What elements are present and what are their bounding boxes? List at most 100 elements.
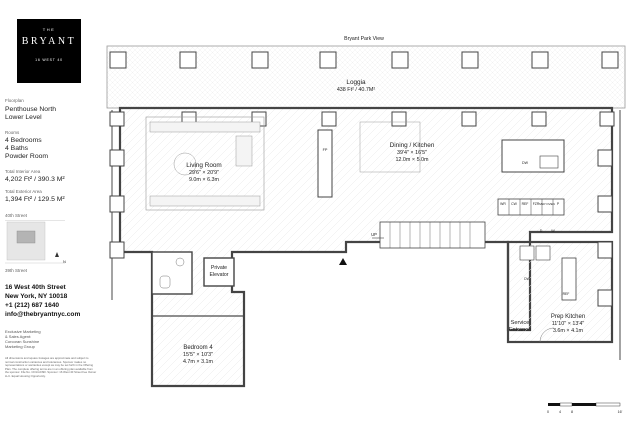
appliance-wr: WR [500,202,506,206]
address-line1: 16 West 40th Street [5,284,66,291]
interior-area-label: Total Interior Area [5,169,41,174]
elevator-label-line1: Private [211,265,227,271]
service-entrance-line2: Entrance [509,327,531,333]
appliance-p: P [557,202,560,206]
map-compass-label: N [63,259,66,264]
marketing-line3: Corcoran Sunshine [5,339,40,344]
coffee-table [173,152,197,176]
appliance-mw-oven: MW/ OVEN [539,202,555,206]
prep-d-label: D [540,229,543,233]
living-room-metric: 9.0m × 6.3m [189,177,220,183]
toilet [159,275,171,289]
top-view-label: Bryant Park View [344,36,384,42]
marketing-line4: Marketing Group [5,344,35,349]
column [109,111,125,127]
prep-dw-label: DW [524,277,530,281]
phone-number[interactable]: +1 (212) 687 1640 [5,302,60,309]
dining-area [359,121,421,173]
floorplan-name-line2: Lower Level [5,114,42,121]
scale-label-8: 8 [571,410,573,414]
email-link[interactable]: info@thebryantnyc.com [5,311,81,318]
marketing-line2: & Sales Agent: [5,334,32,339]
logo-address: 16 WEST 40 [35,58,63,62]
stair-treads [389,222,471,248]
dryer [535,245,551,261]
prep-island [561,257,577,301]
entry-marker-icon [339,258,347,265]
private-elevator [203,257,235,287]
rooms-powder: Powder Room [5,153,49,160]
bedroom-4-name: Bedroom 4 [183,345,213,351]
pillar [601,51,619,69]
bedroom-4-imperial: 15'5" × 10'3" [183,352,213,358]
living-room-name: Living Room [186,162,222,169]
loggia-area: 438 Ft² / 40.7M² [337,87,376,93]
facade-columns [109,111,615,307]
prep-ref-label: REF [563,292,570,296]
column [597,195,613,213]
dining-kitchen-imperial: 39'4" × 16'5" [397,150,427,156]
living-rug [145,116,265,211]
logo-the: THE [42,27,56,32]
bedroom-4-metric: 4.7m × 3.1m [183,359,214,365]
elevator-label-line2: Elevator [209,272,228,278]
living-room-imperial: 29'6" × 20'9" [189,170,219,176]
sofa [149,195,261,207]
pillar [179,51,197,69]
bathroom [151,251,193,295]
stair-up-label: UP [371,232,377,237]
staircase [379,221,486,249]
map-street-south: 39th Street [5,268,28,273]
north-arrow-icon [55,252,59,257]
logo-name: BRYANT [21,36,77,47]
dining-kitchen-name: Dining / Kitchen [390,142,435,149]
scale-label-4: 4 [559,410,561,414]
rooms-bedrooms: 4 Bedrooms [5,137,42,144]
column [321,111,337,127]
interior-area-value: 4,202 Ft² / 390.3 M² [5,176,65,183]
prep-kitchen-metric: 3.6m × 4.1m [553,328,584,334]
service-door-swing [539,327,555,343]
legal-disclaimer: All dimensions and square footages are a… [5,356,97,378]
column [531,111,547,127]
marketing-line1: Exclusive Marketing [5,329,41,334]
rooms-label: Rooms [5,130,20,135]
pillar [109,51,127,69]
info-sidebar: THE BRYANT 16 WEST 40 Floorplan Penthous… [0,0,100,427]
loggia-name: Loggia [346,79,366,86]
rooms-baths: 4 Baths [5,145,29,152]
pillar [251,51,269,69]
prep-kitchen-imperial: 11'10" × 13'4" [552,321,585,327]
column [109,241,125,259]
scale-label-16: 16' [618,410,623,414]
appliance-cw: CW [511,202,517,206]
armchair [235,135,253,167]
column [391,111,407,127]
column [597,289,613,307]
column [109,149,125,167]
prep-kitchen-name: Prep Kitchen [551,314,585,320]
floorplan-name-line1: Penthouse North [5,106,57,113]
sofa [149,121,261,133]
sink [175,257,185,267]
service-entrance-line1: Service [511,320,530,326]
pillar [531,51,549,69]
appliance-fzr: FZR [533,202,540,206]
exterior-area-value: 1,394 Ft² / 129.5 M² [5,196,65,203]
loggia-pillars [109,51,619,69]
fireplace-label: FP [323,148,328,152]
address-line2: New York, NY 10018 [5,293,68,300]
fireplace [317,129,333,198]
pillar [461,51,479,69]
scale-label-0: 0 [547,410,549,414]
map-street-north: 40th Street [5,213,28,218]
washer [519,245,535,261]
bedroom-4 [151,315,245,387]
column [599,111,615,127]
location-map [5,219,65,265]
floorplan-label: Floorplan [5,98,24,103]
the-bryant-logo: THE BRYANT 16 WEST 40 [17,19,81,83]
appliance-ref: REF [522,202,529,206]
column [597,241,613,259]
